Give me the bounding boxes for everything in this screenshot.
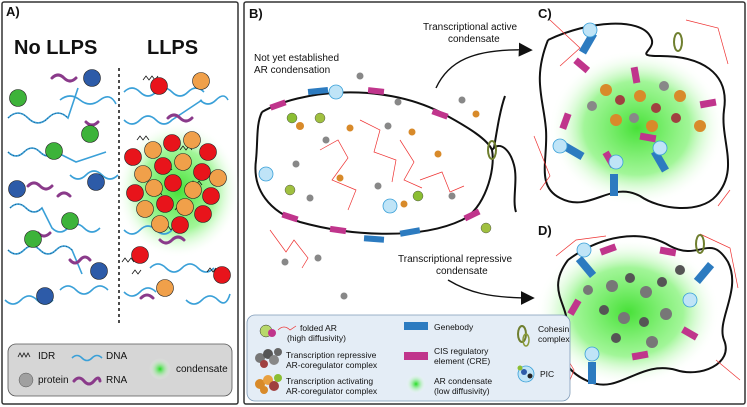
not-established-line1: Not yet established — [254, 53, 339, 64]
panel-b-letter: B) — [249, 6, 263, 21]
red-disorder-lines-c — [533, 19, 731, 207]
legend-idr-label: IDR — [38, 351, 55, 362]
panel-a-letter: A) — [6, 4, 20, 19]
repressive-complex-icon — [255, 348, 282, 368]
proteins-right — [124, 72, 231, 297]
protein-green — [9, 89, 27, 107]
not-established-line2: AR condensation — [254, 65, 330, 76]
panel-b-chromatin — [254, 72, 517, 300]
cre-marks-b — [269, 87, 481, 235]
legend-activating-line2: AR-coregulator complex — [286, 386, 378, 396]
protein-green — [24, 230, 42, 248]
legend-condensate-label: condensate — [176, 364, 228, 375]
panel-d-letter: D) — [538, 223, 552, 238]
cohesin-ring-c — [673, 32, 683, 52]
arrow-to-repressive — [447, 279, 535, 305]
genebody-marks-b — [307, 86, 421, 243]
dna-icon — [71, 354, 103, 362]
repressive-label-line2: condensate — [436, 266, 488, 277]
legend-a: IDR DNA protein RNA condensate — [7, 343, 233, 397]
complexes-c — [587, 81, 706, 132]
protein-green — [81, 125, 99, 143]
ar-proteins-b — [258, 84, 492, 234]
active-condensate-glow — [549, 50, 725, 206]
rna-left — [26, 73, 100, 265]
legend-arcond-line2: (low diffusivity) — [434, 386, 490, 396]
idr-icon — [17, 352, 31, 358]
repressive-condensate-glow — [536, 238, 720, 386]
legend-pic-label: PIC — [540, 369, 554, 379]
rna-right — [139, 113, 194, 300]
legend-cre-line1: CIS regulatory — [434, 346, 489, 356]
legend-folded-ar-line1: folded AR — [300, 323, 337, 333]
pic-complexes-c — [552, 22, 668, 170]
panel-d: D) — [536, 223, 741, 391]
legend-b: folded AR (high diffusivity) Transcripti… — [246, 314, 570, 402]
genebody-marks-d — [575, 256, 715, 384]
legend-repressive-line1: Transcription repressive — [286, 350, 377, 360]
panel-c-letter: C) — [538, 6, 552, 21]
pic-complexes-d — [576, 242, 698, 362]
panel-bcd: B) Not yet established AR condensation T… — [243, 1, 746, 405]
no-llps-title: No LLPS — [14, 37, 97, 59]
legend-dna-label: DNA — [106, 351, 127, 362]
legend-rna-label: RNA — [106, 375, 127, 386]
llps-title: LLPS — [147, 37, 198, 59]
ar-condensate-icon — [406, 374, 426, 394]
panel-a: A) No LLPS LLPS — [1, 1, 240, 405]
active-label-line1: Transcriptional active — [423, 22, 518, 33]
legend-activating-line1: Transcription activating — [286, 376, 373, 386]
active-label-line2: condensate — [448, 34, 500, 45]
proteins-left — [8, 69, 108, 305]
repressive-label-line1: Transcriptional repressive — [398, 254, 513, 265]
complexes-d — [583, 265, 685, 348]
condensate-icon — [149, 358, 171, 380]
arrow-to-active — [435, 42, 533, 89]
genebody-icon — [404, 322, 428, 330]
cre-marks-d — [567, 243, 699, 361]
cohesin-ring-b — [487, 140, 497, 160]
legend-protein-label: protein — [38, 375, 69, 386]
cohesin-ring-d — [695, 234, 705, 254]
protein-blue — [87, 173, 105, 191]
legend-arcond-line1: AR condensate — [434, 376, 492, 386]
cre-marks-c — [559, 57, 717, 168]
protein-blue — [8, 180, 26, 198]
red-disorder-lines-b — [269, 119, 465, 269]
protein-orange — [192, 72, 210, 90]
panel-c: C) — [533, 6, 731, 209]
legend-genebody-label: Genebody — [434, 322, 474, 332]
legend-cohesin-line1: Cohesin — [538, 324, 569, 334]
rna-icon — [72, 376, 102, 386]
protein-red — [150, 77, 168, 95]
dna-strands-right — [123, 87, 231, 305]
legend-cohesin-line2: complex — [538, 334, 570, 344]
protein-green — [61, 212, 79, 230]
folded-ar-icon — [259, 324, 297, 338]
legend-repressive-line2: AR-coregulator complex — [286, 360, 378, 370]
pic-icon — [517, 365, 535, 383]
cohesin-icon — [517, 325, 530, 347]
protein-blue — [90, 262, 108, 280]
scatter-proteins-b — [281, 72, 480, 300]
protein-blue — [83, 69, 101, 87]
protein-green — [45, 142, 63, 160]
activating-complex-icon — [255, 374, 282, 394]
protein-icon — [18, 372, 34, 388]
protein-blue — [36, 287, 54, 305]
cre-icon — [404, 352, 428, 360]
legend-folded-ar-line2: (high diffusivity) — [287, 333, 346, 343]
legend-a-box — [7, 343, 233, 397]
legend-cre-line2: element (CRE) — [434, 356, 490, 366]
